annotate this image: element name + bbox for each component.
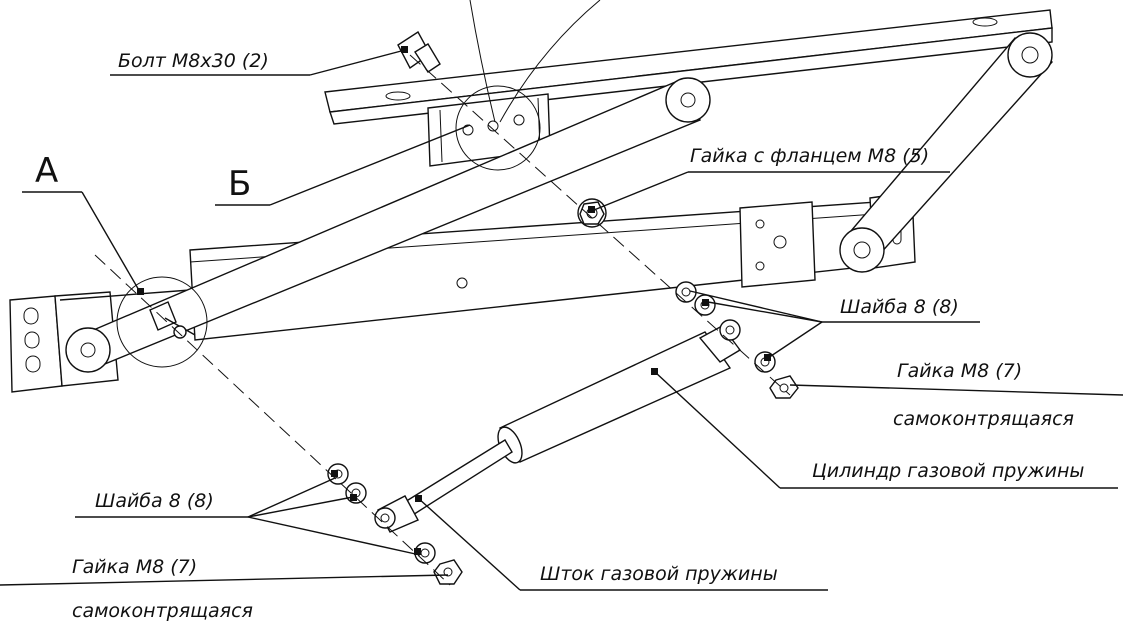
diagonal-lever-arm <box>839 32 1054 273</box>
pivot-bolt-left <box>149 301 196 339</box>
right-assembly-axis <box>409 54 791 396</box>
rod-label: Шток газовой пружины <box>540 563 778 585</box>
detail-circle-b <box>455 85 541 171</box>
long-lever-arm <box>65 77 711 373</box>
detail-label-a: А <box>35 151 58 191</box>
gas-spring-rod <box>374 439 513 533</box>
washer-left-label: Шайба 8 (8) <box>95 490 214 512</box>
left-assembly-axis <box>94 254 451 586</box>
bolt-m8x30 <box>397 31 441 73</box>
leader-lines <box>0 0 1123 591</box>
detail-circle-a <box>116 276 208 368</box>
washer-right-label: Шайба 8 (8) <box>840 296 959 318</box>
leader-anchor-dots <box>137 46 771 555</box>
nut-right-label: Гайка М8 (7) <box>897 360 1022 382</box>
gas-spring-cylinder <box>497 319 742 464</box>
nut-right-note: самоконтрящаяся <box>893 408 1074 430</box>
nut-left-label: Гайка М8 (7) <box>72 556 197 578</box>
detail-label-b: Б <box>228 164 251 204</box>
nut-left-note: самоконтрящаяся <box>72 600 253 622</box>
flange-nut-label: Гайка с фланцем М8 (5) <box>690 145 929 167</box>
cylinder-label: Цилиндр газовой пружины <box>812 460 1084 482</box>
bolt-label: Болт М8х30 (2) <box>118 50 269 72</box>
